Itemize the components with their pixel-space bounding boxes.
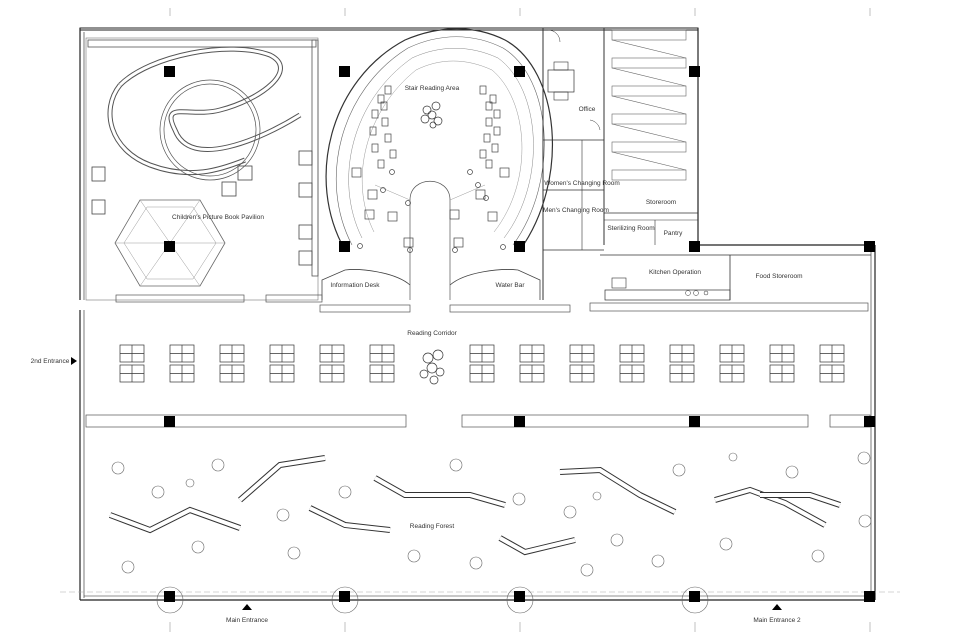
second-entrance: 2nd Entrance: [31, 357, 77, 365]
service-rooms: Office Women's Changing Room Men's Chang…: [542, 28, 698, 300]
storeroom-label: Storeroom: [646, 199, 676, 206]
outer-walls: [60, 27, 900, 601]
column-bases: [156, 586, 709, 614]
reading-forest: [108, 451, 872, 577]
food-storeroom-label: Food Storeroom: [756, 273, 803, 280]
structural-columns: [164, 66, 875, 602]
office-label: Office: [579, 106, 596, 113]
kitchen-area: Kitchen Operation Food Storeroom: [600, 254, 871, 301]
stair-reading-area: Stair Reading Area: [325, 28, 553, 300]
mens-changing-label: Men's Changing Room: [543, 207, 609, 214]
reading-corridor-label: Reading Corridor: [407, 330, 457, 337]
main-entrance-2-label: Main Entrance 2: [753, 617, 801, 624]
kitchen-operation-label: Kitchen Operation: [649, 269, 701, 276]
main-entrance-2: Main Entrance 2: [753, 604, 801, 624]
reading-forest-label: Reading Forest: [410, 523, 455, 530]
childrens-pavilion-label: Children's Picture Book Pavilion: [172, 214, 264, 221]
water-bar-label: Water Bar: [495, 282, 525, 289]
stair-reading-area-label: Stair Reading Area: [405, 85, 460, 92]
womens-changing-label: Women's Changing Room: [544, 180, 620, 187]
corridor-center-cluster: [419, 349, 445, 385]
information-desk: Information Desk: [321, 269, 411, 300]
grid-ticks: [169, 8, 871, 632]
sterilizing-room-label: Sterilizing Room: [607, 225, 654, 232]
childrens-pavilion: Children's Picture Book Pavilion: [85, 37, 319, 301]
water-bar: Water Bar: [449, 269, 541, 300]
main-entrance: Main Entrance: [226, 604, 268, 624]
corridor-tables: [119, 344, 845, 383]
second-entrance-label: 2nd Entrance: [31, 358, 70, 365]
information-desk-label: Information Desk: [330, 282, 380, 289]
main-entrance-label: Main Entrance: [226, 617, 268, 624]
pantry-label: Pantry: [664, 230, 684, 237]
corridor-wall-strips: [85, 294, 871, 428]
